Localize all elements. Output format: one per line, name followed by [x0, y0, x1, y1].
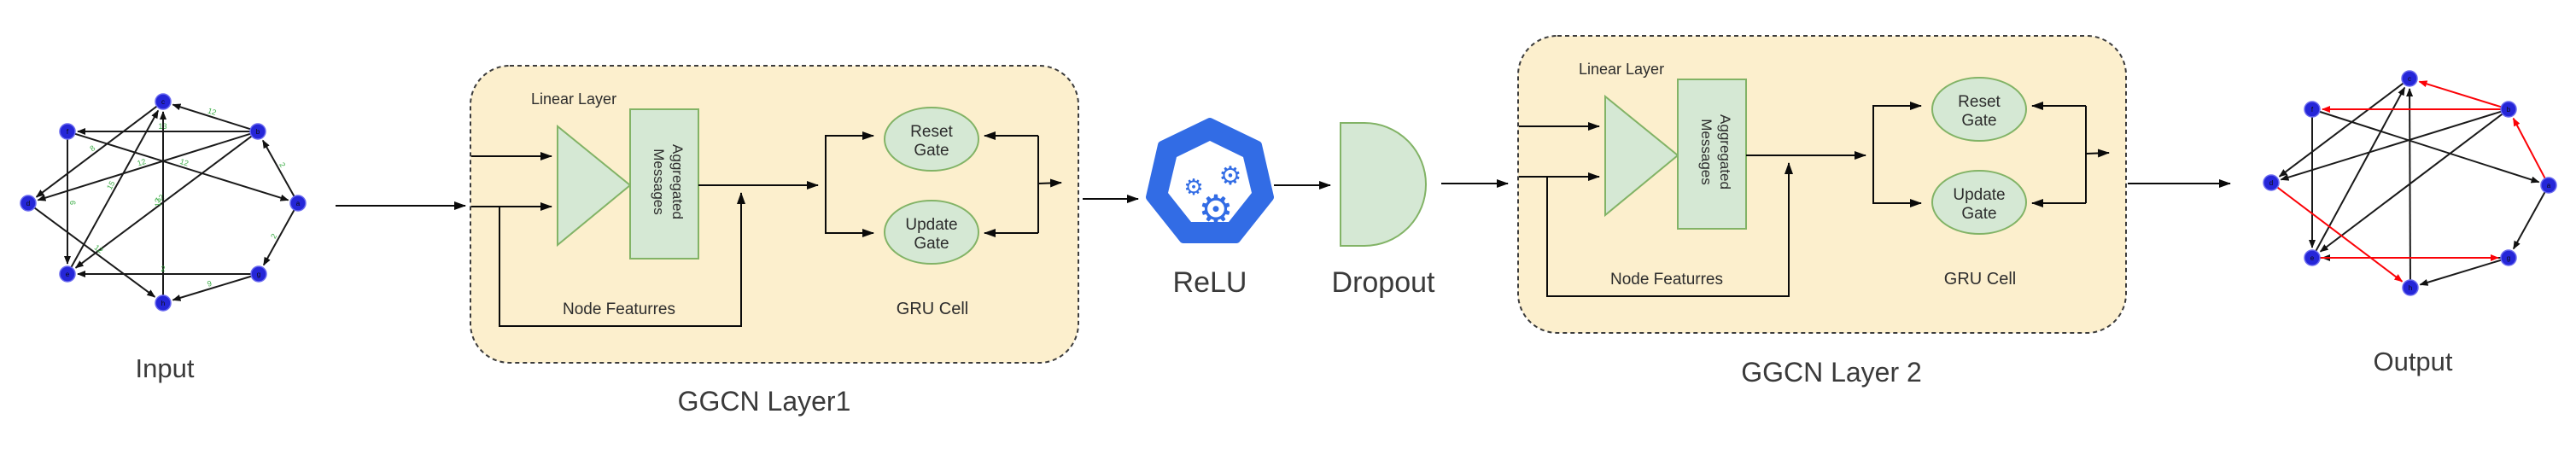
node-features-feedback-line [499, 192, 745, 327]
graph-edge-a-g [262, 209, 295, 266]
graph-edge-c-d [35, 105, 158, 198]
reset-gate-label-line1: Reset [910, 123, 953, 141]
graph-edge-weight-a-g: 2 [269, 232, 278, 240]
graph-node-label-e: e [2310, 254, 2315, 262]
relu-heptagon-inner [1168, 141, 1252, 222]
graph-node-label-e: e [66, 271, 70, 278]
graph-node-label-g: g [2507, 254, 2510, 262]
graph-edge-weight-f-e: 6 [68, 201, 77, 205]
graph-edge-d-h [2276, 186, 2404, 283]
relu-label: ReLU [1173, 266, 1247, 299]
graph-edge-weight-h-c: 13 [154, 198, 162, 207]
input-graph: 1213812126132921512212abcdefgh [20, 93, 307, 312]
graph-node-e [59, 265, 76, 283]
node-features-label: Node Featurres [563, 300, 675, 318]
graph-node-label-c: c [2408, 75, 2411, 83]
update-gate [884, 200, 979, 265]
update-gate-label-line2: Gate [914, 235, 949, 253]
graph-edge-b-d [2280, 110, 2502, 181]
graph-node-label-b: b [2507, 106, 2511, 114]
graph-edge-weight-b-d: 12 [136, 157, 147, 168]
graph-edge-d-h [33, 207, 156, 298]
relu-gear-small-icon: ⚙ [1183, 174, 1203, 200]
graph-node-label-g: g [257, 271, 260, 278]
graph-edge-weight-e-c: 15 [105, 179, 117, 191]
graph-node-label-c: c [161, 98, 165, 106]
graph-edge-weight-c-d: 8 [88, 143, 96, 153]
ggcn-layer-1: Linear Layer AggregatedMessages Node Fea… [470, 65, 1079, 364]
graph-edge-b-d [37, 132, 251, 201]
graph-edge-e-c [2315, 86, 2406, 252]
graph-node-g [2500, 249, 2517, 266]
reset-gate [884, 107, 979, 172]
aggregated-messages-label: AggregatedMessages [651, 144, 686, 219]
graph-edge-g-h [172, 275, 252, 301]
graph-node-label-f: f [2311, 106, 2314, 114]
graph-edge-weight-g-h: 9 [206, 279, 213, 289]
gru-cell-label: GRU Cell [897, 300, 968, 318]
graph-node-label-a: a [2547, 182, 2551, 190]
graph-edge-a-b [261, 139, 295, 197]
graph-edge-a-g [2512, 191, 2546, 250]
input-label: Input [136, 353, 195, 383]
relu-gear-medium-icon: ⚙ [1219, 162, 1242, 190]
layer1-caption: GGCN Layer1 [678, 386, 851, 417]
graph-edge-f-a [74, 132, 289, 201]
graph-edge-g-h [2419, 259, 2502, 286]
graph-edge-weight-a-b: 2 [277, 160, 287, 168]
graph-node-f [59, 123, 76, 140]
graph-edge-weight-b-c: 12 [207, 107, 218, 118]
graph-edge-b-e [2319, 113, 2503, 253]
gru-split-to-reset [825, 131, 874, 185]
graph-node-d [20, 195, 37, 212]
relu-icon: ⚙ ⚙ ⚙ [1146, 118, 1274, 243]
graph-node-e [2304, 249, 2321, 266]
gru-split-to-update [825, 185, 874, 237]
graph-node-a [289, 195, 307, 212]
graph-node-h [2402, 279, 2419, 296]
graph-node-label-d: d [26, 200, 30, 207]
graph-edge-b-c [172, 103, 251, 131]
graph-node-c [155, 93, 172, 110]
graph-edge-weight-f-a: 12 [179, 157, 190, 168]
graph-node-f [2304, 101, 2321, 118]
graph-node-c [2401, 70, 2418, 87]
aggregated-line1: Aggregated [669, 144, 686, 219]
layer2-caption: GGCN Layer 2 [1741, 357, 1922, 388]
reset-gate-label-line2: Gate [914, 142, 949, 160]
aggregated-messages-box [629, 108, 699, 259]
graph-node-label-d: d [2269, 179, 2273, 187]
linear-layer-triangle [557, 124, 632, 248]
graph-node-d [2263, 174, 2280, 191]
dropout-shape [1340, 122, 1427, 247]
graph-edge-f-a [2319, 110, 2540, 184]
linear-layer-label: Linear Layer [531, 90, 616, 108]
output-graph: a b c d e f g h [2263, 70, 2557, 296]
update-gate-label-line1: Update [905, 216, 957, 234]
graph-edge-b-c [2418, 80, 2502, 108]
aggregated-line2: Messages [651, 149, 667, 214]
graph-node-label-a: a [296, 200, 301, 207]
graph-edge-weight-g-e: 2 [161, 265, 165, 273]
graph-node-label-f: f [67, 128, 69, 136]
graph-node-b [2500, 101, 2517, 118]
graph-node-label-h: h [2409, 284, 2412, 292]
graph-node-b [249, 123, 266, 140]
graph-edge-weight-d-h: 12 [93, 243, 105, 255]
graph-node-label-b: b [256, 128, 260, 136]
output-label: Output [2373, 347, 2452, 376]
ggcn-layer-2 [1518, 36, 2126, 333]
relu-gear-large-icon: ⚙ [1198, 187, 1233, 231]
graph-edge-a-b [2512, 117, 2546, 179]
graph-edge-c-d [2278, 82, 2404, 178]
graph-edge-e-c [70, 109, 160, 268]
graph-node-h [155, 294, 172, 312]
dropout-label: Dropout [1332, 266, 1436, 299]
graph-node-a [2540, 177, 2557, 194]
arrow-gru-output [1037, 178, 1062, 188]
graph-node-label-h: h [161, 300, 165, 307]
graph-node-g [250, 265, 267, 283]
